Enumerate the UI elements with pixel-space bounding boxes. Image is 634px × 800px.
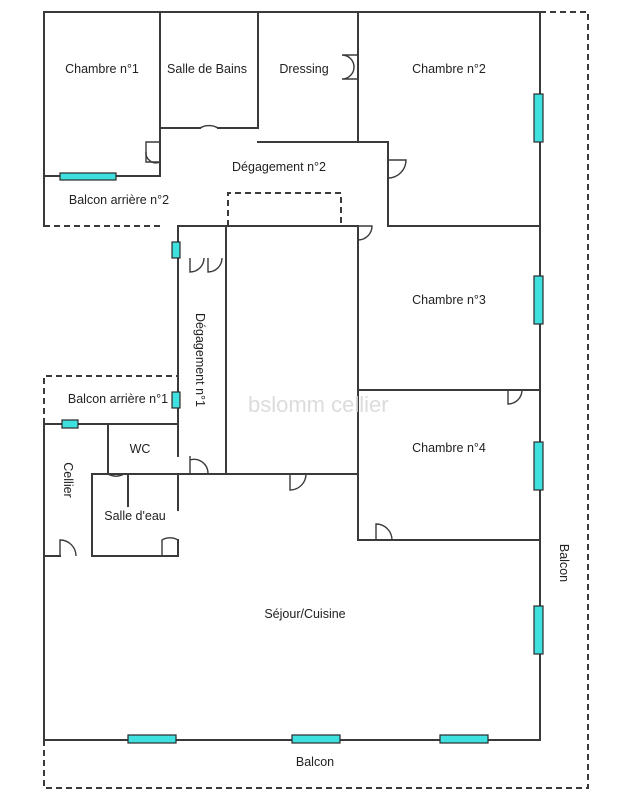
label-chambre-2: Chambre n°2: [412, 62, 486, 76]
label-wc: WC: [130, 442, 151, 456]
degagement-2-closet: [227, 192, 342, 226]
label-degagement-1: Dégagement n°1: [193, 313, 207, 407]
label-balcon-east: Balcon: [557, 544, 571, 582]
watermark: bslomm cellier: [248, 392, 389, 417]
balcon-arriere-1-outline: [43, 375, 178, 424]
label-chambre-1: Chambre n°1: [65, 62, 139, 76]
label-balcon-arriere-1: Balcon arrière n°1: [68, 392, 168, 406]
windows: [59, 93, 544, 744]
label-cellier: Cellier: [61, 462, 75, 497]
label-chambre-3: Chambre n°3: [412, 293, 486, 307]
label-salle-deau: Salle d'eau: [104, 509, 166, 523]
label-balcon-south: Balcon: [296, 755, 334, 769]
doors: [59, 54, 523, 557]
balcony-outline: [43, 11, 589, 789]
label-salle-de-bains: Salle de Bains: [167, 62, 247, 76]
label-sejour-cuisine: Séjour/Cuisine: [264, 607, 345, 621]
label-chambre-4: Chambre n°4: [412, 441, 486, 455]
label-balcon-arriere-2: Balcon arrière n°2: [69, 193, 169, 207]
label-dressing: Dressing: [279, 62, 328, 76]
label-degagement-2: Dégagement n°2: [232, 160, 326, 174]
